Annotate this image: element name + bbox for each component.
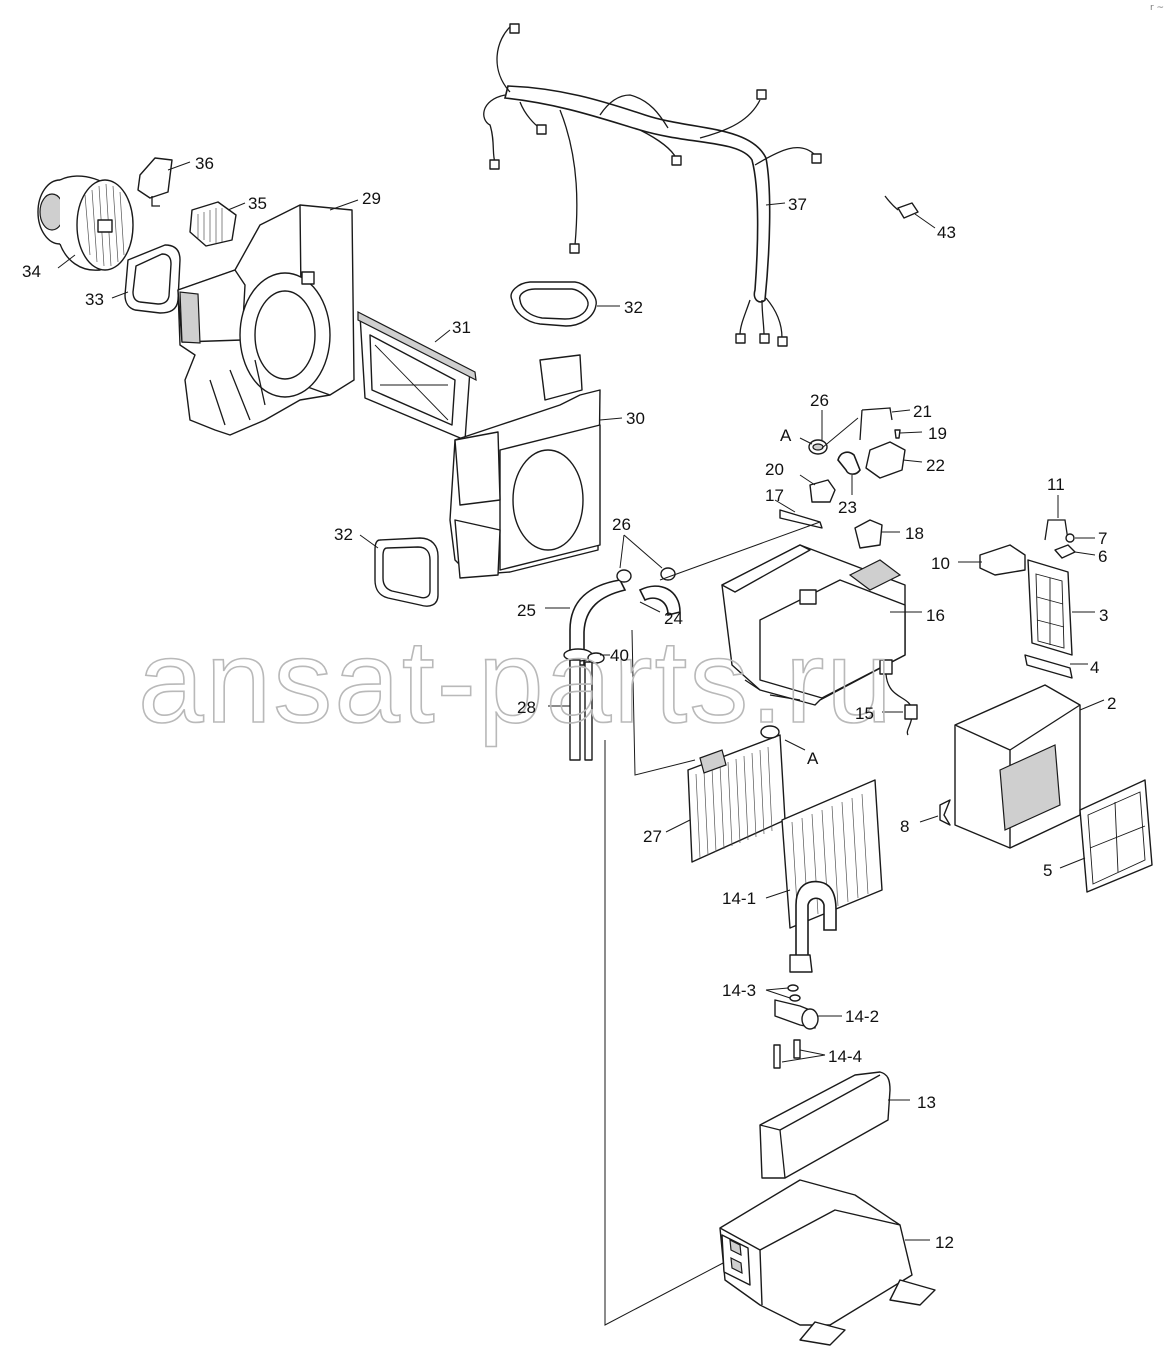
sensor-15 (879, 659, 918, 736)
callout-40: 40 (610, 646, 629, 665)
expansion-valve-parts (765, 984, 842, 1069)
corner-mark: r ~ (1150, 3, 1164, 13)
callout-11: 11 (1047, 475, 1065, 494)
gasket-32-left (359, 534, 439, 607)
callout-14-4: 14-4 (828, 1047, 862, 1066)
callout-30: 30 (626, 409, 645, 428)
cover-13 (759, 1071, 910, 1179)
gasket-33 (111, 244, 181, 314)
callout-4: 4 (1090, 658, 1099, 677)
door-31 (357, 311, 477, 441)
callout-32-top: 32 (624, 298, 643, 317)
resistor-35 (189, 201, 246, 247)
callout-31: 31 (452, 318, 471, 337)
blower-motor-34 (37, 175, 134, 271)
callout-7: 7 (1098, 529, 1107, 548)
callout-21: 21 (913, 402, 932, 421)
clip-8 (919, 799, 951, 826)
callout-14-2: 14-2 (845, 1007, 879, 1026)
callout-36: 36 (195, 154, 214, 173)
small-parts-right (958, 495, 1096, 679)
callout-14-1: 14-1 (722, 889, 756, 908)
gasket-32-top (510, 281, 620, 327)
callout-2: 2 (1107, 694, 1116, 713)
callout-12: 12 (935, 1233, 954, 1252)
callout-19: 19 (928, 424, 947, 443)
callout-32-left: 32 (334, 525, 353, 544)
callout-A-top: A (780, 426, 792, 445)
callout-A-mid: A (807, 749, 819, 768)
small-parts-upper-right (774, 407, 923, 549)
callout-16: 16 (926, 606, 945, 625)
callout-15: 15 (855, 704, 874, 723)
callout-5: 5 (1043, 861, 1052, 880)
callout-22: 22 (926, 456, 945, 475)
sensor-43 (884, 195, 936, 229)
reference-lines (604, 417, 859, 1326)
callout-34: 34 (22, 262, 41, 281)
callout-24: 24 (664, 609, 683, 628)
callout-14-3: 14-3 (722, 981, 756, 1000)
case-30 (449, 354, 623, 579)
callout-10: 10 (931, 554, 950, 573)
callout-6: 6 (1098, 547, 1107, 566)
filter-5 (1059, 779, 1153, 893)
callout-43: 43 (937, 223, 956, 242)
case-16 (721, 544, 922, 706)
callout-35: 35 (248, 194, 267, 213)
blower-housing-29 (177, 199, 359, 436)
callout-13: 13 (917, 1093, 936, 1112)
callout-17: 17 (765, 486, 784, 505)
callout-29: 29 (362, 189, 381, 208)
case-12 (719, 1179, 936, 1346)
callout-26-mid: 26 (612, 515, 631, 534)
callout-8: 8 (900, 817, 909, 836)
callout-26-top: 26 (810, 391, 829, 410)
callout-28: 28 (517, 698, 536, 717)
actuator-36 (137, 157, 191, 207)
callout-23: 23 (838, 498, 857, 517)
wiring-harness-37 (483, 23, 822, 347)
case-2 (954, 684, 1105, 849)
callout-33: 33 (85, 290, 104, 309)
callout-3: 3 (1099, 606, 1108, 625)
evaporator-14-1 (765, 779, 883, 973)
callout-18: 18 (905, 524, 924, 543)
watermark: ansat-parts.ru (138, 616, 894, 748)
callout-20: 20 (765, 460, 784, 479)
hoses (545, 534, 681, 761)
callout-labels: 37 43 36 35 29 34 33 32 31 30 32 26 A 21… (22, 154, 1116, 1252)
callout-27: 27 (643, 827, 662, 846)
callout-25: 25 (517, 601, 536, 620)
callout-37: 37 (788, 195, 807, 214)
